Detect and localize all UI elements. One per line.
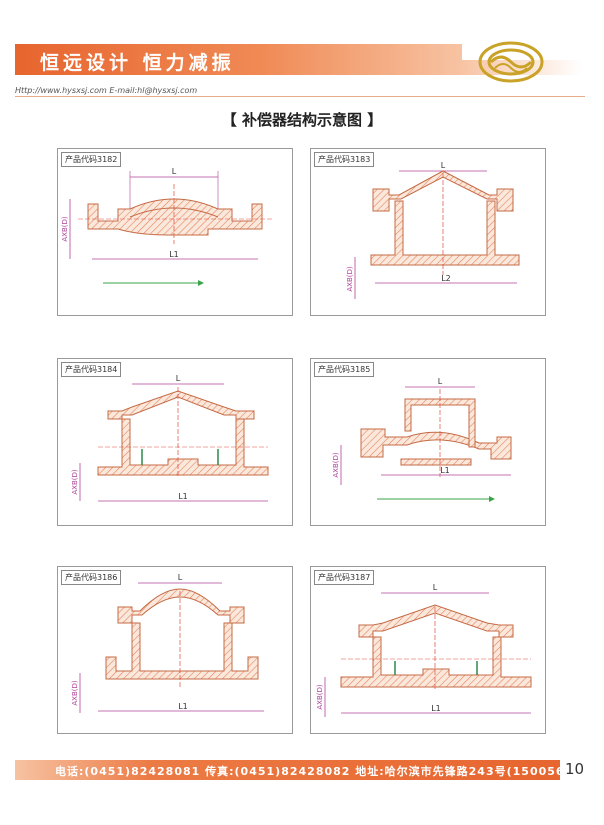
diagram-panel-3187: L L1 AXB(D) 产品代码3187 xyxy=(310,566,546,734)
contact-line: Http://www.hysxsj.com E-mail:hl@hysxsj.c… xyxy=(15,86,198,95)
product-code-label: 产品代码3184 xyxy=(61,362,122,377)
dim-top-label: L xyxy=(433,583,438,592)
page-number: 10 xyxy=(565,760,585,778)
dim-side-label: AXB(D) xyxy=(316,684,324,710)
dim-top-label: L xyxy=(438,377,443,386)
diagram-panel-3182: L L1 AXB(D) 产品代码3182 xyxy=(57,148,293,316)
page-heading: 【 补偿器结构示意图 】 xyxy=(221,111,383,129)
dim-bottom-label: L1 xyxy=(178,702,188,711)
company-logo-icon xyxy=(478,41,544,83)
diagram-panel-3184: L L1 AXB(D) 产品代码3184 xyxy=(57,358,293,526)
header-title: 恒远设计 恒力减振 xyxy=(40,52,235,74)
dim-side-label: AXB(D) xyxy=(61,216,69,242)
dim-bottom-label: L1 xyxy=(440,466,450,475)
dim-bottom-label: L1 xyxy=(431,704,441,713)
product-code-label: 产品代码3186 xyxy=(61,570,122,585)
dim-side-label: AXB(D) xyxy=(71,469,79,495)
diagram-3187: L L1 AXB(D) xyxy=(316,583,532,717)
header-bar xyxy=(15,44,462,75)
product-code-label: 产品代码3183 xyxy=(314,152,375,167)
dim-bottom-label: L2 xyxy=(441,274,451,283)
footer-contact: 电话:(0451)82428081 传真:(0451)82428082 地址:哈… xyxy=(55,765,571,778)
header-divider xyxy=(15,96,585,97)
dim-bottom-label: L1 xyxy=(169,250,179,259)
diagram-3185: L L1 AXB(D) xyxy=(332,377,512,502)
diagram-panel-3183: L L2 AXB(D) 产品代码3183 xyxy=(310,148,546,316)
product-code-label: 产品代码3187 xyxy=(314,570,375,585)
diagram-3183: L L2 AXB(D) xyxy=(346,161,520,299)
dim-top-label: L xyxy=(441,161,446,170)
dim-top-label: L xyxy=(176,374,181,383)
diagram-panel-3186: L L1 AXB(D) 产品代码3186 xyxy=(57,566,293,734)
product-code-label: 产品代码3185 xyxy=(314,362,375,377)
dim-side-label: AXB(D) xyxy=(332,452,340,478)
dim-bottom-label: L1 xyxy=(178,492,188,501)
diagram-3186: L L1 AXB(D) xyxy=(71,573,264,713)
product-code-label: 产品代码3182 xyxy=(61,152,122,167)
dim-top-label: L xyxy=(178,573,183,582)
dim-top-label: L xyxy=(172,167,177,176)
diagram-3182: L L1 AXB(D) xyxy=(61,167,272,286)
dim-side-label: AXB(D) xyxy=(346,266,354,292)
diagram-panel-3185: L L1 AXB(D) 产品代码3185 xyxy=(310,358,546,526)
dim-side-label: AXB(D) xyxy=(71,680,79,706)
footer-bar xyxy=(15,760,560,780)
diagram-3184: L L1 AXB(D) xyxy=(71,374,269,502)
